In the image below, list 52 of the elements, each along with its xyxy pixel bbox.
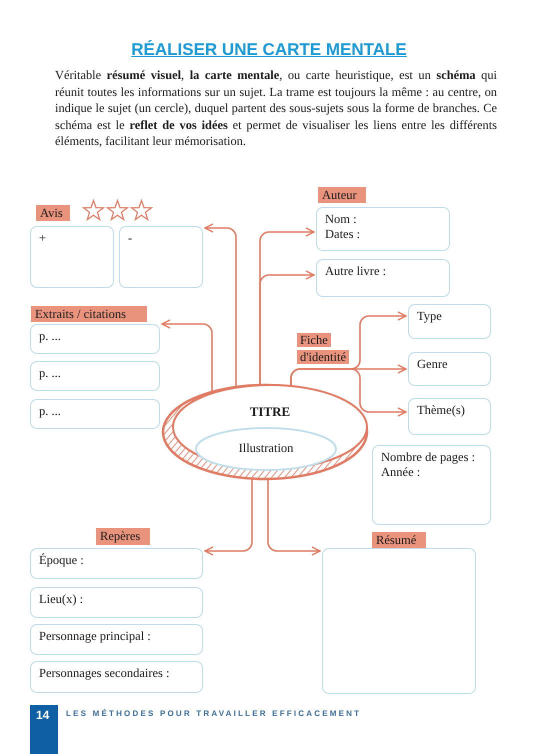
field-label: Nom :: [325, 212, 358, 227]
arrow: [204, 478, 253, 556]
answer-box: [316, 207, 450, 251]
field-label: Époque :: [39, 553, 85, 568]
answer-box: [30, 661, 203, 693]
answer-box: [30, 361, 160, 391]
arrow: [204, 223, 237, 387]
arrow: [290, 368, 407, 417]
answer-box: [372, 445, 491, 525]
answer-box: [408, 398, 491, 435]
field-label: p. ...: [39, 404, 62, 419]
field-label: Autre livre :: [325, 264, 388, 279]
section-tag: Extraits / citations: [31, 306, 147, 322]
answer-box: [30, 624, 203, 655]
section-tag: Avis: [36, 205, 70, 221]
intro-paragraph: Véritable résumé visuel, la carte mentale, ou carte heuristique, est un schéma qui réunit toutes les informations sur un sujet. La trame est toujours la même : au centre, on indique le sujet (un cercle), duquel partent des sous-sujets sous la forme de branches. Ce schéma est le reflet de vos idées et permet de visualiser les liens entre les différents éléments, facilitant leur mémorisation.: [55, 67, 497, 150]
section-tag: Auteur: [318, 187, 366, 203]
title-text: TITRE: [248, 404, 292, 420]
arrow: [259, 270, 315, 386]
answer-box: [119, 226, 203, 288]
illustration-ellipse: [195, 427, 337, 471]
arrow: [267, 478, 321, 556]
answer-box: [30, 324, 160, 354]
page-number: 14: [36, 708, 50, 722]
answer-box: [408, 352, 491, 386]
answer-box: [30, 548, 203, 579]
field-label: p. ...: [39, 366, 62, 381]
title-ellipse: [161, 383, 369, 481]
field-label: p. ...: [39, 329, 62, 344]
field-label: Année :: [381, 465, 422, 480]
answer-box: [30, 399, 160, 429]
field-label: Nombre de pages :: [381, 450, 476, 465]
arrow: [161, 319, 213, 392]
field-label: Personnages secondaires :: [39, 666, 171, 681]
section-tag: Repères: [96, 528, 150, 545]
illustration-text: Illustration: [238, 441, 294, 456]
field-label: Dates :: [325, 227, 362, 242]
answer-box: [30, 587, 203, 618]
answer-box: [322, 548, 476, 694]
page-title: RÉALISER UNE CARTE MENTALE: [130, 40, 408, 60]
field-label: +: [39, 231, 48, 246]
running-footer: LES MÉTHODES POUR TRAVAILLER EFFICACEMENT: [66, 709, 362, 718]
field-label: Genre: [417, 357, 449, 372]
field-label: -: [128, 231, 134, 246]
field-label: Type: [417, 309, 443, 324]
answer-box: [316, 259, 450, 297]
answer-box: [408, 304, 491, 339]
field-label: Lieu(x) :: [39, 592, 84, 607]
field-label: Personnage principal :: [39, 629, 152, 644]
section-tag: Résumé: [372, 532, 426, 549]
field-label: Thème(s): [417, 403, 466, 418]
answer-box: [30, 226, 114, 288]
